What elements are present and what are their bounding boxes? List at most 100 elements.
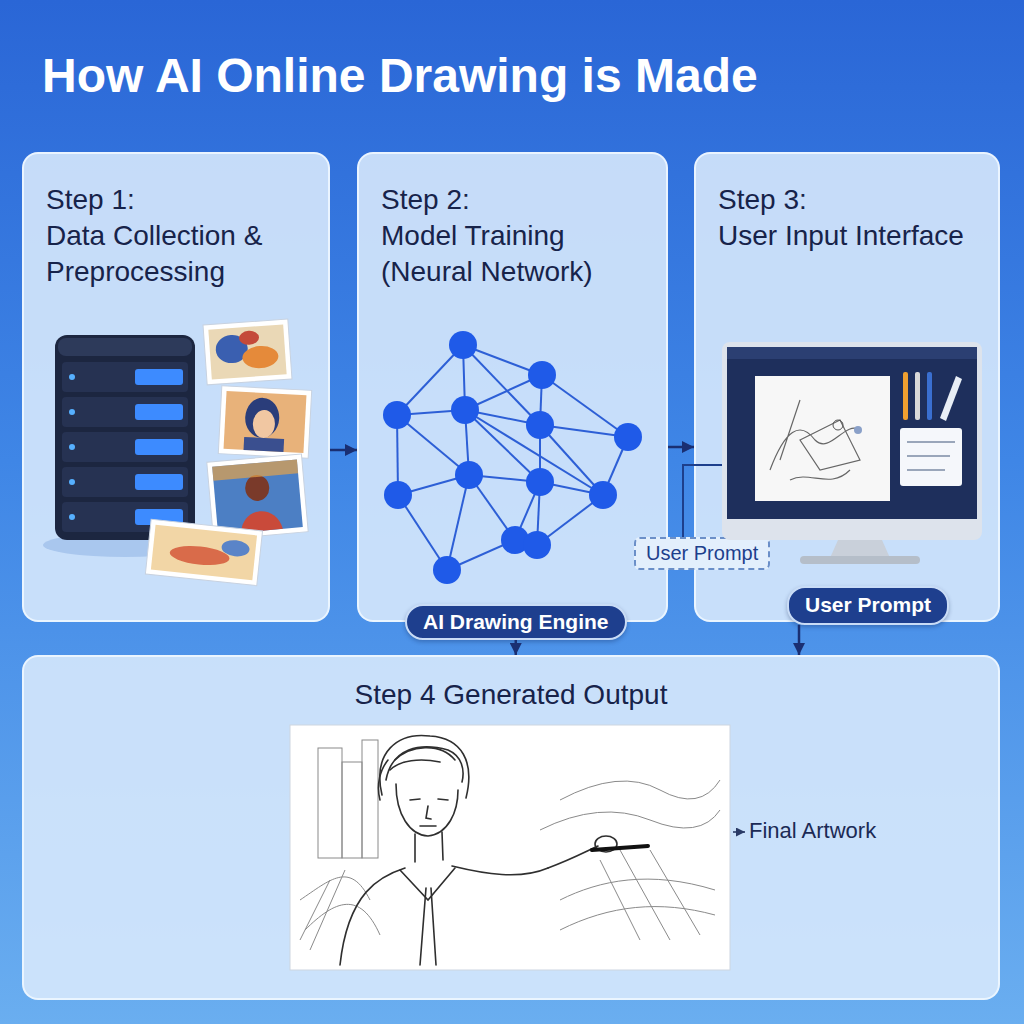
flow-arrow (798, 625, 801, 655)
neural-network (398, 475, 469, 495)
step-title: Step 4 Generated Output (46, 677, 976, 713)
output-sketch (420, 888, 436, 965)
leader-line (683, 465, 722, 537)
photo-illustration (215, 334, 249, 364)
monitor-illustration (907, 455, 950, 457)
monitor-illustration (770, 400, 860, 480)
neural-network (397, 345, 628, 570)
output-sketch (342, 762, 362, 858)
label-arrow (733, 831, 745, 833)
monitor-illustration (854, 426, 862, 434)
network-node (433, 556, 461, 584)
monitor-illustration (907, 469, 945, 471)
neural-network (542, 375, 628, 437)
server-illustration (58, 338, 192, 356)
neural-network (469, 475, 515, 540)
server-illustration (69, 479, 75, 485)
monitor-illustration (755, 376, 890, 501)
step-title: Data Collection & Preprocessing (46, 218, 306, 290)
prompt-label: User Prompt (646, 542, 758, 565)
output-label: Final Artwork (749, 818, 876, 844)
flow-arrow (668, 446, 694, 449)
monitor-illustration (727, 347, 977, 519)
output-sketch (378, 748, 455, 800)
neural-network (463, 345, 540, 425)
step-number: Step 3: (718, 182, 976, 218)
photo-illustration (203, 319, 292, 385)
network-node (526, 468, 554, 496)
output-sketch (290, 725, 730, 970)
monitor-illustration (833, 420, 843, 430)
neural-network (540, 425, 628, 437)
output-sketch (560, 780, 720, 800)
monitor-illustration (830, 540, 890, 558)
photo-illustration (169, 543, 231, 567)
output-sketch (300, 740, 720, 950)
neural-network (603, 437, 628, 495)
server-illustration (62, 432, 188, 462)
neural-network (515, 540, 537, 545)
monitor-illustration (940, 376, 962, 421)
prompt-label: AI Drawing Engine (423, 610, 609, 634)
server-illustration (69, 514, 75, 520)
server-illustration (62, 502, 188, 532)
prompt-label: User Prompt (805, 592, 931, 619)
neural-network (398, 495, 447, 570)
step-panel: Step 1:Data Collection & Preprocessing (22, 152, 330, 622)
output-sketch (300, 850, 700, 950)
neural-network (397, 415, 398, 495)
server-illustration (69, 409, 75, 415)
server-illustration (43, 335, 207, 557)
photo-illustration (244, 474, 270, 502)
neural-network (515, 482, 540, 540)
title-block: How AI Online Drawing is Made (42, 48, 758, 103)
photo-illustration (239, 509, 283, 532)
photo-illustration (224, 391, 307, 453)
output-sketch (410, 799, 448, 826)
step-number: Step 1: (46, 182, 306, 218)
server-illustration (135, 404, 183, 420)
neural-network (447, 540, 515, 570)
network-node (528, 361, 556, 389)
output-sketch (415, 832, 443, 862)
output-sketch (548, 846, 598, 868)
server-illustration (135, 369, 183, 385)
output-sketch (592, 846, 648, 850)
neural-network (397, 415, 469, 475)
monitor-illustration (900, 428, 962, 486)
prompt-pill: User Prompt (787, 586, 949, 625)
photo-illustration (212, 459, 303, 534)
neural-network (537, 495, 603, 545)
flow-arrow (330, 449, 357, 452)
photo-illustration (244, 397, 280, 439)
step-title: Model Training (Neural Network) (381, 218, 644, 290)
network-node (614, 423, 642, 451)
photo-illustration (208, 324, 286, 379)
network-node (589, 481, 617, 509)
photo-illustration (145, 519, 262, 585)
server-illustration (62, 467, 188, 497)
output-sketch (380, 735, 469, 798)
neural-network (540, 375, 542, 425)
photo-illustration (221, 539, 251, 558)
server-illustration (62, 362, 188, 392)
output-sketch (595, 836, 617, 852)
network-node (449, 331, 477, 359)
monitor-illustration (722, 342, 982, 564)
server-illustration (43, 533, 207, 557)
photo-illustration (218, 386, 311, 459)
neural-network (537, 482, 540, 545)
neural-network (447, 475, 469, 570)
output-sketch (340, 868, 405, 965)
prompt-box: User Prompt (634, 537, 770, 570)
network-node (383, 401, 411, 429)
server-illustration (62, 397, 188, 427)
photo-illustration (145, 519, 262, 585)
output-sketch (340, 735, 617, 965)
photo-illustration (244, 437, 285, 452)
label-block: Final Artwork (749, 818, 876, 844)
output-sketch (452, 866, 548, 875)
photo-illustration (239, 330, 260, 345)
